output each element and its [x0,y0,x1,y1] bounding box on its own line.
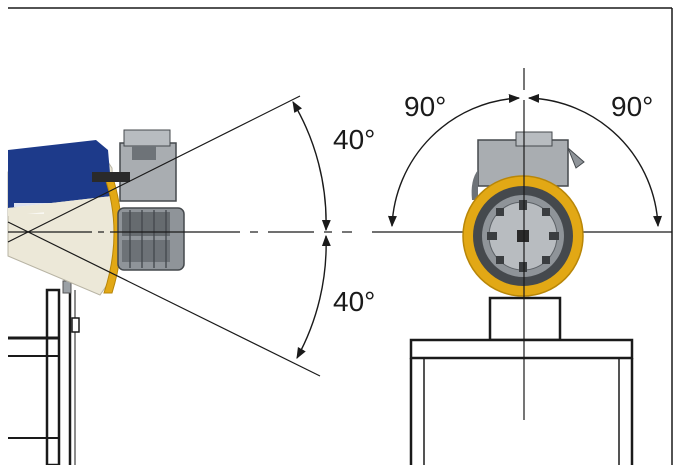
tilt-up-angle-label: 40° [333,124,376,155]
left-support-structure [8,280,80,465]
rotate-left-arc [387,94,521,228]
light-beam-lines [7,95,321,377]
tilt-down-angle-label: 40° [333,286,376,317]
tilt-up-arc [292,101,331,232]
projector-body-side [7,140,122,296]
left-view [7,95,331,465]
right-view [387,68,663,465]
motor-gearbox-side [92,129,185,271]
rotate-right-arc [527,93,663,228]
rotate-left-angle-label: 90° [404,91,447,122]
rotate-right-angle-label: 90° [611,91,654,122]
right-support-table [409,296,634,465]
frame-border [8,7,673,465]
tilt-down-arc [296,234,331,359]
